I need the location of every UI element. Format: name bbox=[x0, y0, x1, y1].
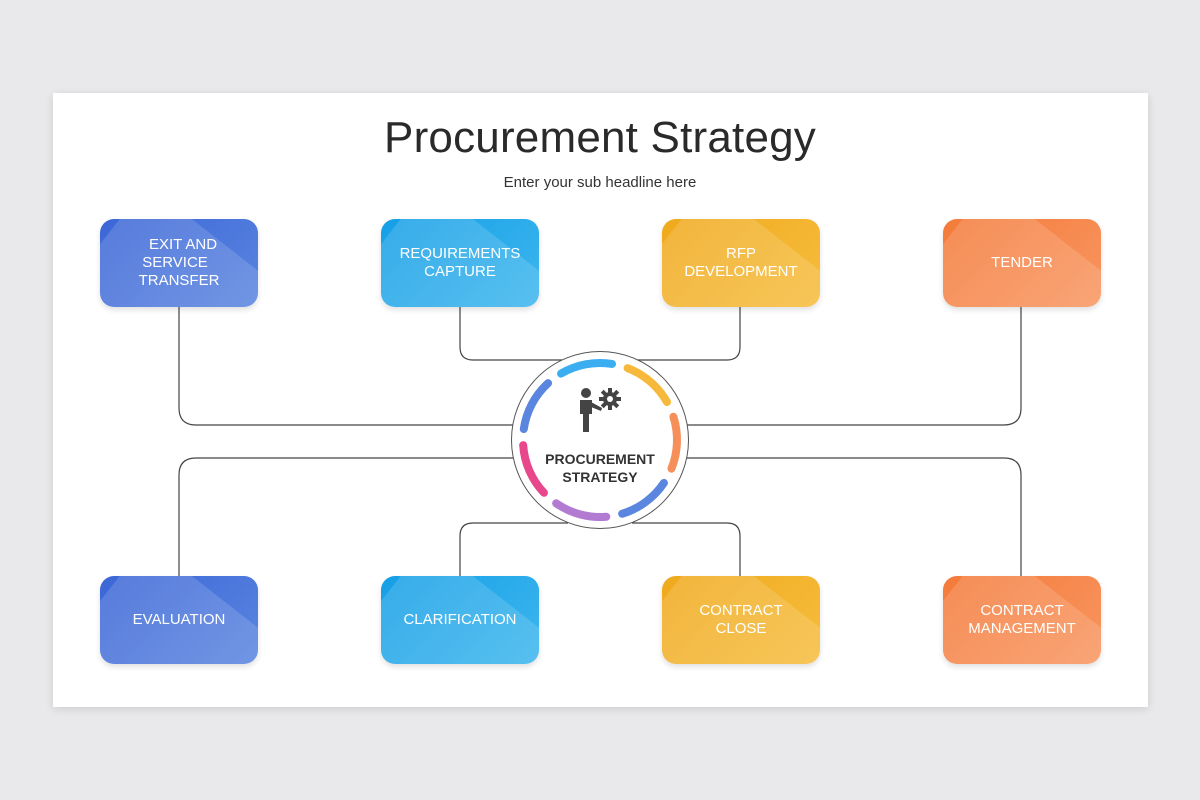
box-label: CLARIFICATION bbox=[403, 611, 517, 628]
hub-ring-segment bbox=[667, 412, 681, 473]
box-label-line1: RFP bbox=[725, 245, 756, 262]
hub-ring-segment bbox=[519, 379, 553, 434]
slide-subtitle: Enter your sub headline here bbox=[503, 174, 697, 191]
box-label: TENDER bbox=[991, 254, 1053, 271]
box-label-line2: DEVELOPMENT bbox=[684, 263, 798, 280]
slide-title: Procurement Strategy bbox=[384, 113, 816, 162]
hub-ring-segment bbox=[519, 441, 548, 497]
box-label-line1: CONTRACT bbox=[699, 602, 783, 619]
hub-ring-segment bbox=[552, 499, 611, 521]
box-label-line1: CONTRACT bbox=[980, 602, 1064, 619]
hub-ring bbox=[519, 359, 681, 521]
presenter-with-gear-icon bbox=[580, 388, 621, 432]
connector-tender bbox=[687, 307, 1022, 426]
box-clarification: CLARIFICATION bbox=[381, 576, 539, 664]
box-label-line2: TRANSFER bbox=[138, 272, 220, 289]
connector-evaluation bbox=[178, 457, 513, 577]
hub-label: PROCUREMENT STRATEGY bbox=[511, 450, 689, 486]
box-label-line1: EXIT AND SERVICE bbox=[142, 236, 218, 271]
hub-ring-segment bbox=[623, 364, 671, 406]
connector-contract-management bbox=[687, 457, 1022, 577]
box-label-line2: CAPTURE bbox=[424, 263, 496, 280]
box-label-line2: CLOSE bbox=[715, 620, 767, 637]
hub-label-line1: PROCUREMENT bbox=[545, 451, 655, 467]
hub-ring-segment bbox=[557, 359, 617, 378]
box-evaluation: EVALUATION bbox=[100, 576, 258, 664]
connector-contract-close bbox=[632, 522, 741, 577]
hub-label-line2: STRATEGY bbox=[562, 469, 638, 485]
box-label: EVALUATION bbox=[132, 611, 226, 628]
box-label-line1: REQUIREMENTS bbox=[399, 245, 521, 262]
hub-ring-segment bbox=[618, 478, 668, 518]
connector-clarification bbox=[459, 522, 568, 577]
connector-exit-service-transfer bbox=[178, 307, 513, 426]
connector-requirements-capture bbox=[459, 307, 568, 361]
box-tender: TENDER bbox=[943, 219, 1101, 307]
connector-rfp-development bbox=[632, 307, 741, 361]
hub-circle bbox=[511, 351, 689, 529]
box-label-line2: MANAGEMENT bbox=[968, 620, 1076, 637]
